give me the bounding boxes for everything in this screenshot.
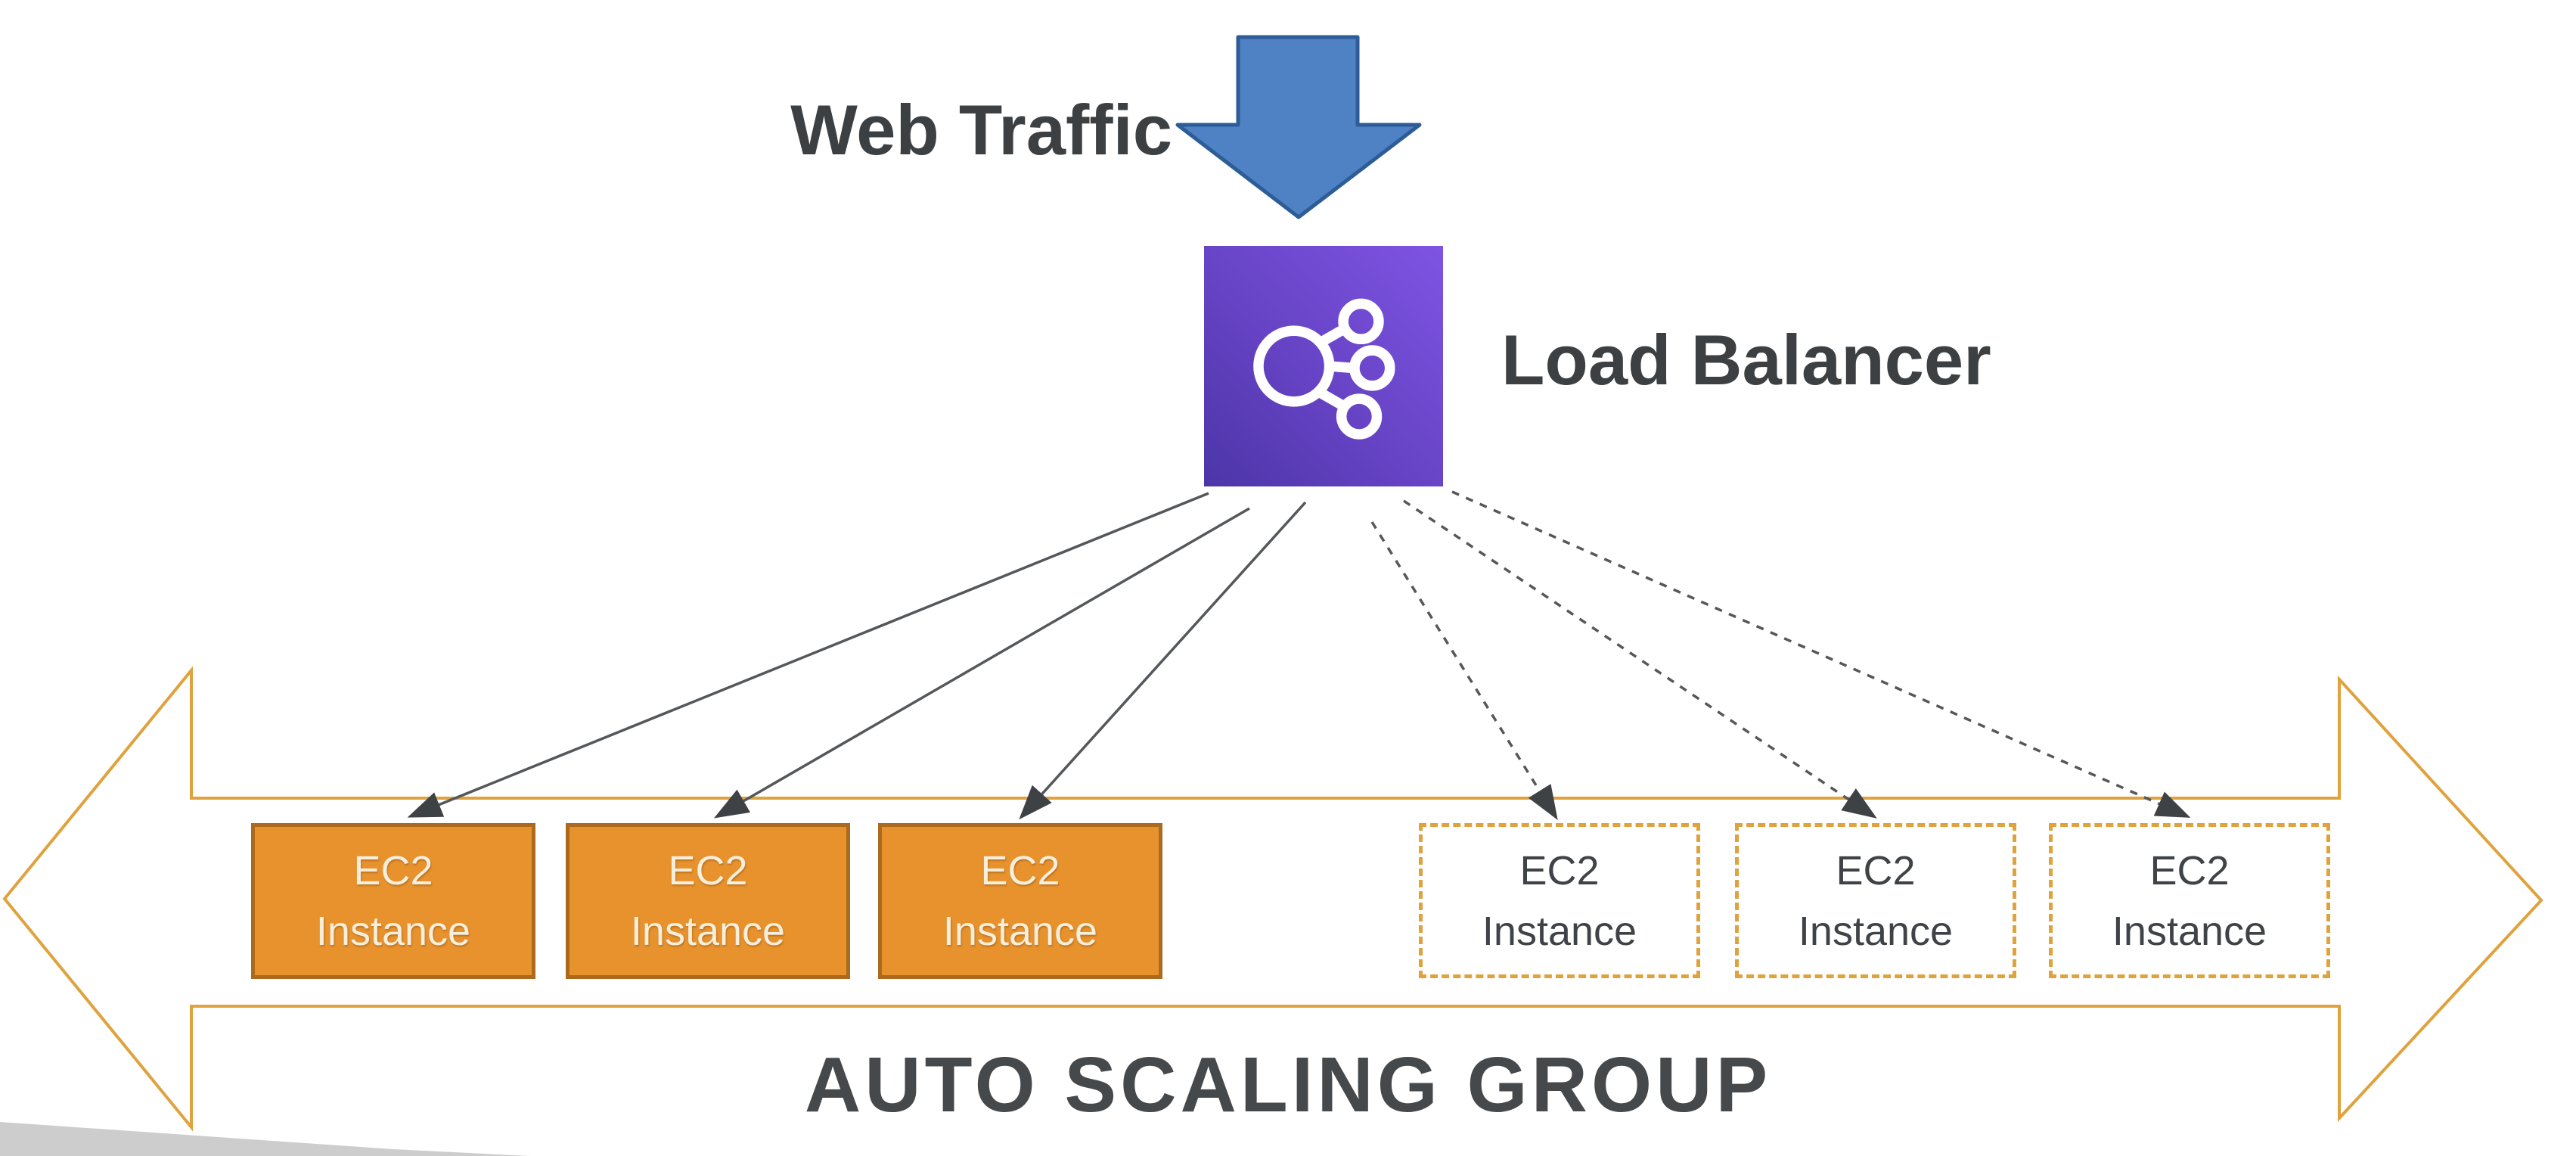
down-arrow-icon: [1175, 35, 1422, 219]
connector-solid-2: [713, 507, 1250, 819]
connector-solid-1: [407, 492, 1209, 818]
connector-dashed-3: [1451, 490, 2191, 818]
ec2-label-line1: EC2: [353, 848, 433, 893]
auto-scaling-double-arrow: [2, 666, 2543, 1132]
ec2-instance-potential-3: EC2 Instance: [2049, 823, 2330, 978]
auto-scaling-group-label: AUTO SCALING GROUP: [804, 1041, 1772, 1128]
connector-dashed-2: [1403, 499, 1877, 819]
ec2-instance-active-3: EC2 Instance: [878, 823, 1162, 979]
ec2-label-line1: EC2: [1836, 847, 1916, 893]
ec2-label-line2: Instance: [630, 909, 786, 954]
ec2-instance-active-2: EC2 Instance: [566, 823, 850, 979]
ec2-label-line1: EC2: [1519, 847, 1600, 893]
ec2-label-line1: EC2: [980, 848, 1060, 893]
ec2-label-line1: EC2: [2149, 847, 2230, 893]
ec2-instance-potential-2: EC2 Instance: [1735, 823, 2016, 978]
connector-dashed-1: [1370, 521, 1558, 820]
web-traffic-label: Web Traffic: [790, 90, 1172, 169]
ec2-label-line2: Instance: [942, 909, 1098, 954]
ec2-label-line2: Instance: [2112, 908, 2267, 954]
ec2-label-line2: Instance: [1798, 908, 1954, 954]
ec2-label-line2: Instance: [315, 909, 471, 954]
connector-solid-3: [1019, 501, 1307, 820]
elastic-load-balancer-glyph: [1252, 298, 1395, 440]
ec2-label-line2: Instance: [1482, 908, 1637, 954]
slide-edge-wedge: [0, 1122, 529, 1156]
load-balancer-label: Load Balancer: [1501, 320, 1991, 399]
ec2-instance-active-1: EC2 Instance: [251, 823, 535, 979]
load-balancer-icon: [1204, 246, 1443, 486]
ec2-label-line1: EC2: [668, 848, 748, 893]
ec2-instance-potential-1: EC2 Instance: [1419, 823, 1700, 978]
